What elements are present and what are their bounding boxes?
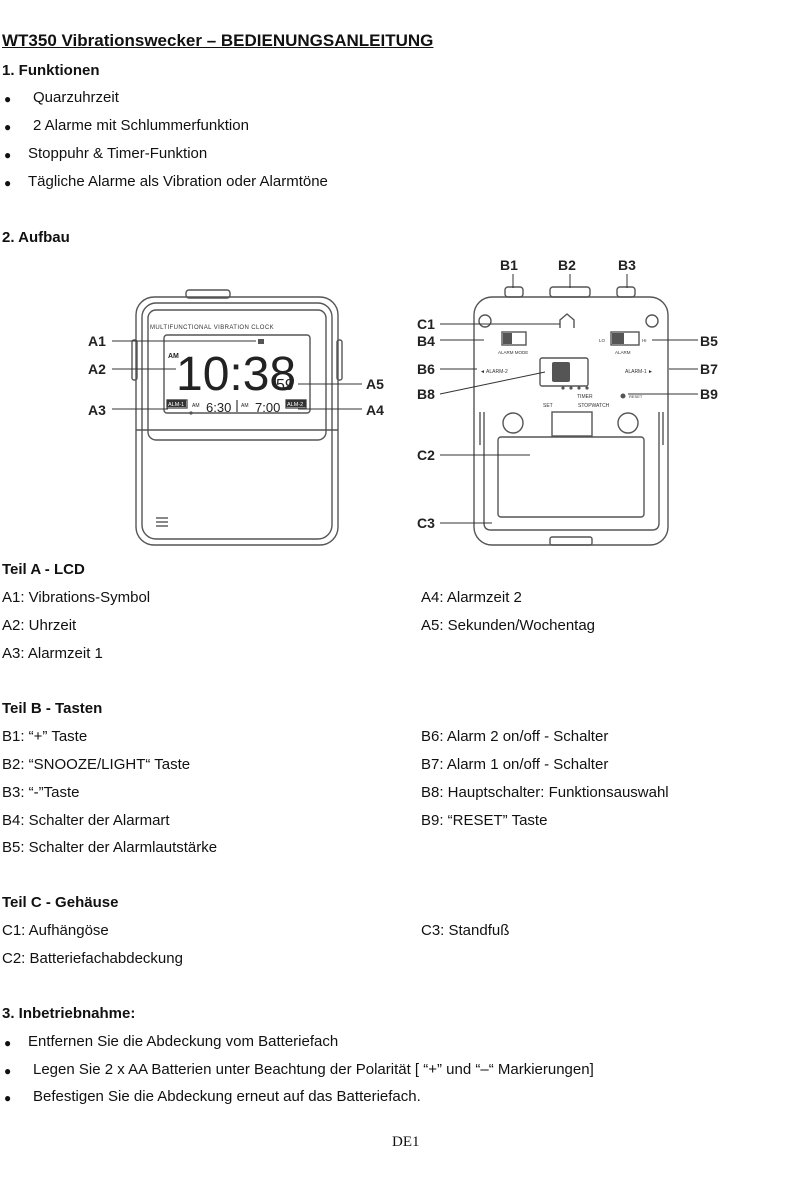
stopwatch-label: STOPWATCH (578, 403, 610, 409)
page-number: DE1 (392, 1134, 420, 1150)
callout-c2: C2 (417, 447, 435, 463)
callout-b2: B2 (558, 257, 576, 273)
part-b-item: B9: “RESET” Taste (421, 812, 548, 829)
setup-step: Entfernen Sie die Abdeckung vom Batterie… (28, 1033, 339, 1050)
part-c-item: C2: Batteriefachabdeckung (2, 950, 183, 967)
lcd-am-label: AM (168, 353, 179, 360)
alm1-badge-text: ALM-1 (168, 402, 184, 408)
part-a-item: A5: Sekunden/Wochentag (421, 617, 596, 634)
alarm2-time: 7:00 (255, 400, 280, 415)
hi-label: HI (642, 338, 647, 343)
section-3-heading: 3. Inbetriebnahme: (2, 1005, 136, 1022)
callout-a3: A3 (88, 402, 106, 418)
bullet-icon: ● (4, 1064, 12, 1078)
feature-item: Quarzuhrzeit (33, 89, 119, 106)
bullet-icon: ● (4, 92, 12, 106)
lcd-time: 10:38 (176, 348, 296, 401)
callout-b6: B6 (417, 361, 435, 377)
callout-b5: B5 (700, 333, 718, 349)
setup-step: Legen Sie 2 x AA Batterien unter Beachtu… (33, 1061, 594, 1078)
device-diagram: MULTIFUNCTIONAL VIBRATION CLOCK AM 10:38… (88, 257, 718, 546)
alm2-badge: ALM-2 (287, 402, 303, 408)
bullet-icon: ● (4, 176, 12, 190)
section-1-heading: 1. Funktionen (2, 62, 100, 79)
callout-b9: B9 (700, 386, 718, 402)
reset-label: RESET (629, 394, 643, 399)
back-view-clock (473, 286, 669, 546)
section-2-heading: 2. Aufbau (2, 229, 70, 246)
alarm-label: ALARM (615, 350, 631, 355)
part-a-item: A1: Vibrations-Symbol (2, 589, 151, 606)
part-b-item: B1: “+” Taste (2, 728, 88, 745)
document-title: WT350 Vibrationswecker – BEDIENUNGSANLEI… (2, 31, 434, 50)
feature-item: Stoppuhr & Timer-Funktion (28, 145, 208, 162)
bullet-icon: ● (4, 1091, 12, 1105)
lo-label: LO (599, 338, 606, 343)
part-a-item: A2: Uhrzeit (2, 617, 77, 634)
bullet-icon: ● (4, 1036, 12, 1050)
timer-label: TIMER (577, 394, 593, 400)
set-label: SET (543, 403, 553, 409)
setup-step: Befestigen Sie die Abdeckung erneut auf … (33, 1088, 421, 1105)
part-b-item: B3: “-”Taste (2, 784, 80, 801)
part-a-item: A3: Alarmzeit 1 (2, 645, 103, 662)
callout-a1: A1 (88, 333, 106, 349)
brand-text: MULTIFUNCTIONAL VIBRATION CLOCK (150, 325, 274, 331)
part-b-item: B4: Schalter der Alarmart (2, 812, 170, 829)
part-b-item: B7: Alarm 1 on/off - Schalter (421, 756, 609, 773)
part-c-heading: Teil C - Gehäuse (2, 894, 119, 911)
lcd-seconds: 59 (276, 377, 294, 394)
part-a-item: A4: Alarmzeit 2 (421, 589, 522, 606)
alarm2-am: AM (241, 403, 249, 409)
alarm2-label: ◄ ALARM-2 (480, 369, 508, 375)
part-b-item: B5: Schalter der Alarmlautstärke (2, 839, 218, 856)
alarm1-time: 6:30 (206, 400, 231, 415)
callout-b1: B1 (500, 257, 518, 273)
feature-item: 2 Alarme mit Schlummerfunktion (33, 117, 249, 134)
part-b-item: B2: “SNOOZE/LIGHT“ Taste (2, 756, 191, 773)
callout-b8: B8 (417, 386, 435, 402)
part-c-item: C1: Aufhängöse (2, 922, 109, 939)
part-b-item: B8: Hauptschalter: Funktionsauswahl (421, 784, 669, 801)
part-b-heading: Teil B - Tasten (2, 700, 103, 717)
alarm1-label: ALARM-1 ► (625, 369, 653, 375)
callout-c1: C1 (417, 316, 435, 332)
feature-item: Tägliche Alarme als Vibration oder Alarm… (28, 173, 328, 190)
callout-b4: B4 (417, 333, 435, 349)
callout-b3: B3 (618, 257, 636, 273)
alarm1-am: AM (192, 403, 200, 409)
callout-c3: C3 (417, 515, 435, 531)
callout-b7: B7 (700, 361, 718, 377)
bullet-icon: ● (4, 148, 12, 162)
part-c-item: C3: Standfuß (421, 922, 510, 939)
callout-a2: A2 (88, 361, 106, 377)
part-b-item: B6: Alarm 2 on/off - Schalter (421, 728, 609, 745)
callout-a5: A5 (366, 376, 384, 392)
part-a-heading: Teil A - LCD (2, 561, 85, 578)
alarm-mode-label: ALARM MODE (498, 350, 528, 355)
callout-a4: A4 (366, 402, 384, 418)
bullet-icon: ● (4, 120, 12, 134)
